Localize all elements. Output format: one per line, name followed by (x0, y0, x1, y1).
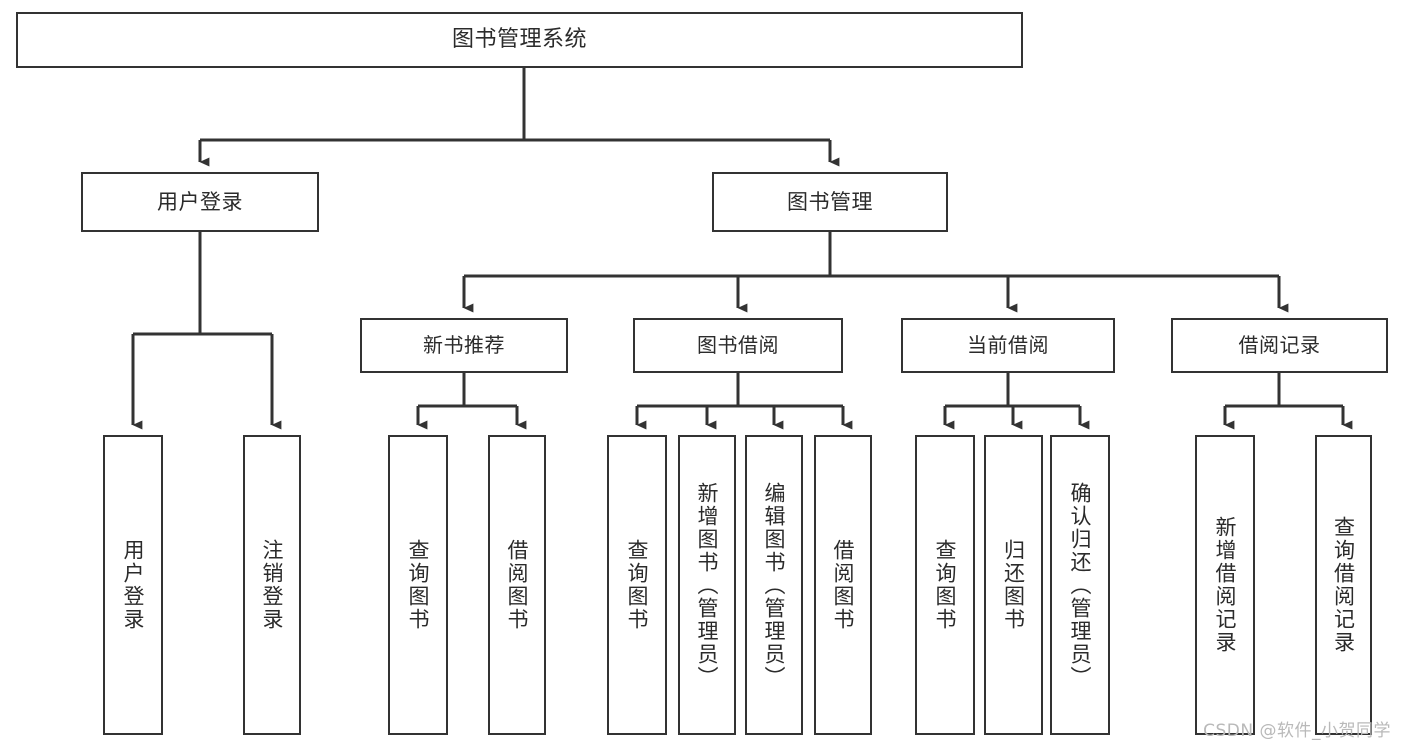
node-leaf-query-book-2[interactable]: 查询图书 (607, 435, 667, 735)
node-book-borrow-label: 图书借阅 (697, 332, 779, 357)
node-leaf-edit-book-admin[interactable]: 编辑图书（管理员） (745, 435, 803, 735)
node-user-login[interactable]: 用户登录 (81, 172, 319, 232)
node-current-borrow[interactable]: 当前借阅 (901, 318, 1115, 373)
node-leaf-user-login-label: 用户登录 (121, 539, 146, 631)
node-book-manage-label: 图书管理 (787, 189, 873, 214)
node-user-login-label: 用户登录 (157, 189, 243, 214)
node-leaf-borrow-book-1[interactable]: 借阅图书 (488, 435, 546, 735)
node-leaf-add-borrow-record[interactable]: 新增借阅记录 (1195, 435, 1255, 735)
node-leaf-edit-book-admin-label: 编辑图书（管理员） (762, 481, 787, 689)
node-leaf-confirm-return-admin-label: 确认归还（管理员） (1068, 481, 1093, 689)
node-leaf-borrow-book-2[interactable]: 借阅图书 (814, 435, 872, 735)
node-leaf-confirm-return-admin[interactable]: 确认归还（管理员） (1050, 435, 1110, 735)
node-book-manage[interactable]: 图书管理 (712, 172, 948, 232)
node-leaf-logout-login-label: 注销登录 (260, 539, 285, 631)
node-leaf-add-book-admin[interactable]: 新增图书（管理员） (678, 435, 736, 735)
node-leaf-query-book-2-label: 查询图书 (625, 539, 650, 631)
node-borrow-record[interactable]: 借阅记录 (1171, 318, 1388, 373)
watermark-text: CSDN @软件_小贺同学 (1203, 721, 1391, 741)
node-new-book-recommend[interactable]: 新书推荐 (360, 318, 568, 373)
node-borrow-record-label: 借阅记录 (1238, 332, 1321, 357)
node-current-borrow-label: 当前借阅 (967, 332, 1049, 357)
node-leaf-query-borrow-record-label: 查询借阅记录 (1331, 516, 1356, 654)
node-leaf-query-book-1-label: 查询图书 (406, 539, 431, 631)
node-new-book-recommend-label: 新书推荐 (423, 332, 505, 357)
node-leaf-logout-login[interactable]: 注销登录 (243, 435, 301, 735)
node-leaf-borrow-book-2-label: 借阅图书 (831, 539, 856, 631)
node-leaf-return-book[interactable]: 归还图书 (984, 435, 1043, 735)
node-root-label: 图书管理系统 (451, 27, 587, 53)
node-leaf-query-borrow-record[interactable]: 查询借阅记录 (1315, 435, 1372, 735)
node-leaf-add-book-admin-label: 新增图书（管理员） (695, 481, 720, 689)
node-leaf-user-login[interactable]: 用户登录 (103, 435, 163, 735)
node-leaf-add-borrow-record-label: 新增借阅记录 (1213, 516, 1238, 654)
node-leaf-return-book-label: 归还图书 (1001, 539, 1026, 631)
node-leaf-query-book-3-label: 查询图书 (933, 539, 958, 631)
node-leaf-query-book-1[interactable]: 查询图书 (388, 435, 448, 735)
node-leaf-borrow-book-1-label: 借阅图书 (505, 539, 530, 631)
node-book-borrow[interactable]: 图书借阅 (633, 318, 843, 373)
node-leaf-query-book-3[interactable]: 查询图书 (915, 435, 975, 735)
node-root[interactable]: 图书管理系统 (16, 12, 1023, 68)
